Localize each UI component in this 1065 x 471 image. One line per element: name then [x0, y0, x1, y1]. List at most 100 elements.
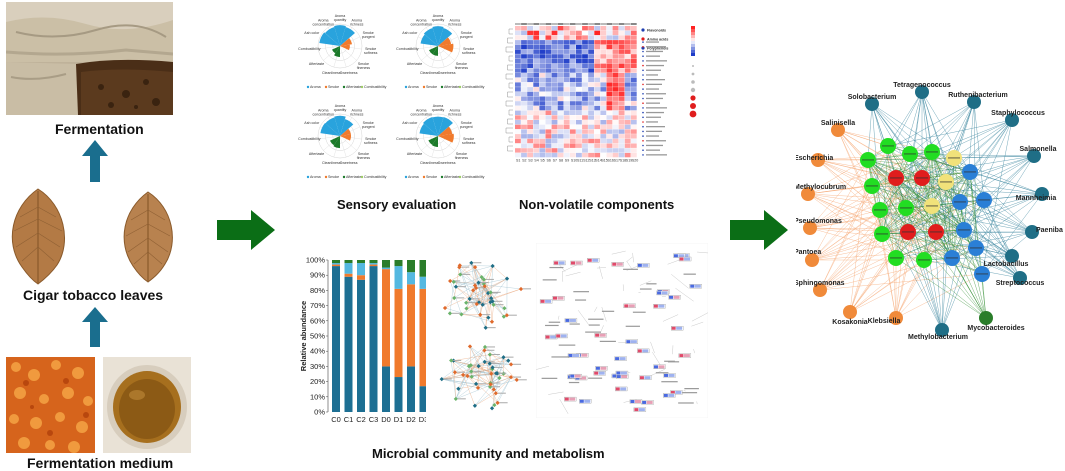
y-tick-label: 40%: [310, 347, 325, 356]
network-edge: [969, 171, 1033, 233]
heatmap-cell: [618, 49, 625, 54]
radar-legend-dot: [306, 85, 310, 89]
heatmap-cell: [630, 152, 637, 158]
heatmap-row-marker: [642, 121, 644, 123]
heatmap-row-marker: [642, 46, 644, 48]
heatmap-cell: [606, 120, 613, 125]
network-node-label: [473, 262, 482, 264]
heatmap-cell: [551, 44, 558, 50]
network-node: [452, 295, 457, 301]
heatmap-cell: [624, 148, 631, 153]
enzyme-box-fill: [560, 334, 567, 338]
metabolite-node-label: [900, 207, 912, 209]
heatmap-cell: [606, 129, 613, 134]
microbe-label: Salinisella: [821, 120, 855, 127]
network-edge: [923, 259, 1021, 279]
enzyme-box-fill: [673, 295, 680, 299]
heatmap-annotation: [569, 23, 576, 25]
heatmap-cell: [563, 26, 570, 31]
heatmap-cell: [612, 40, 619, 45]
heatmap-legend-dot: [641, 46, 645, 50]
radar-legend-label: Smoke: [426, 85, 437, 89]
pathway-compound-label: [558, 344, 576, 346]
pathway-link: [536, 365, 550, 370]
heatmap-annotation: [582, 23, 588, 25]
network-edge: [887, 145, 965, 231]
heatmap-cell: [515, 110, 521, 115]
heatmap-annotation: [594, 23, 601, 25]
network-edge: [459, 267, 504, 317]
heatmap-cell: [551, 91, 558, 97]
heatmap-cell: [557, 77, 564, 83]
pathway-enzyme-box: [671, 326, 684, 331]
heatmap-cell: [618, 87, 625, 92]
heatmap-cell: [545, 96, 552, 101]
metabolite-node-label: [926, 151, 938, 153]
pathway-enzyme-box: [689, 284, 702, 289]
heatmap-cell: [582, 105, 588, 111]
network-edge: [479, 288, 522, 303]
heatmap-cell: [545, 58, 552, 64]
heatmap-row-marker: [642, 60, 644, 62]
heatmap-cell: [618, 26, 625, 31]
heatmap-cell: [569, 105, 576, 111]
heatmap-annotation: [515, 23, 521, 25]
heatmap-col-label: S9: [565, 159, 569, 163]
heatmap-cell: [618, 105, 625, 111]
radar-legend-dot: [342, 85, 346, 89]
metabolite-node-label: [874, 209, 886, 211]
network-edge: [489, 354, 509, 361]
heatmap-row-marker: [642, 102, 644, 104]
network-node: [482, 348, 487, 353]
heatmap-cell: [515, 30, 521, 36]
network-node-label: [443, 378, 452, 380]
tobacco-leaf-left: [11, 188, 65, 285]
heatmap-cell: [612, 124, 619, 130]
heatmap-row-marker: [642, 144, 644, 147]
y-axis-title: Relative abundance: [299, 301, 308, 371]
network-edge: [468, 365, 517, 381]
network-node-label: [523, 288, 532, 290]
heatmap-cell: [582, 77, 588, 83]
enzyme-box-fill: [678, 254, 685, 258]
tobacco-leaf-right: [123, 191, 173, 283]
dendrogram-branch: [508, 136, 513, 143]
heatmap-cell: [533, 58, 540, 64]
heatmap-cell: [515, 73, 521, 78]
heatmap-cell: [533, 54, 540, 59]
pathway-enzyme-box: [663, 373, 676, 378]
heatmap-cell: [594, 101, 601, 106]
network-thumbnail: [439, 344, 527, 411]
network-edge: [895, 177, 925, 261]
microbe-node: [935, 323, 949, 337]
heatmap-scale-segment: [691, 47, 695, 50]
heatmap-cell: [533, 49, 540, 54]
dendrogram-branch: [505, 127, 513, 134]
radar-axis-label: Ash color: [304, 31, 320, 35]
heatmap-cell: [582, 30, 588, 36]
heatmap-cell: [588, 138, 594, 144]
heatmap-row-marker: [642, 140, 644, 142]
heatmap-cell: [533, 68, 540, 73]
heatmap-cell: [545, 115, 552, 120]
microbe-node: [1005, 249, 1019, 263]
network-edge: [819, 233, 883, 291]
heatmap-row-marker: [642, 41, 644, 43]
metabolite-node-label: [904, 153, 916, 155]
metabolite-node-label: [882, 145, 894, 147]
metabolic-pathway-map: [536, 243, 708, 418]
pathway-compound-label: [542, 279, 557, 281]
pathway-enzyme-box: [623, 303, 636, 309]
pathway-compound-label: [573, 291, 590, 293]
dendrogram-branch: [508, 82, 513, 89]
heatmap-cell: [594, 54, 601, 59]
network-edge: [907, 231, 953, 259]
network-edge: [909, 101, 975, 155]
heatmap-cell: [576, 63, 582, 68]
heatmap-annotation: [618, 23, 625, 25]
heatmap-cell: [624, 63, 631, 68]
medium-label: Fermentation medium: [27, 455, 174, 471]
heatmap-cell: [606, 143, 613, 148]
network-edge: [466, 288, 522, 309]
